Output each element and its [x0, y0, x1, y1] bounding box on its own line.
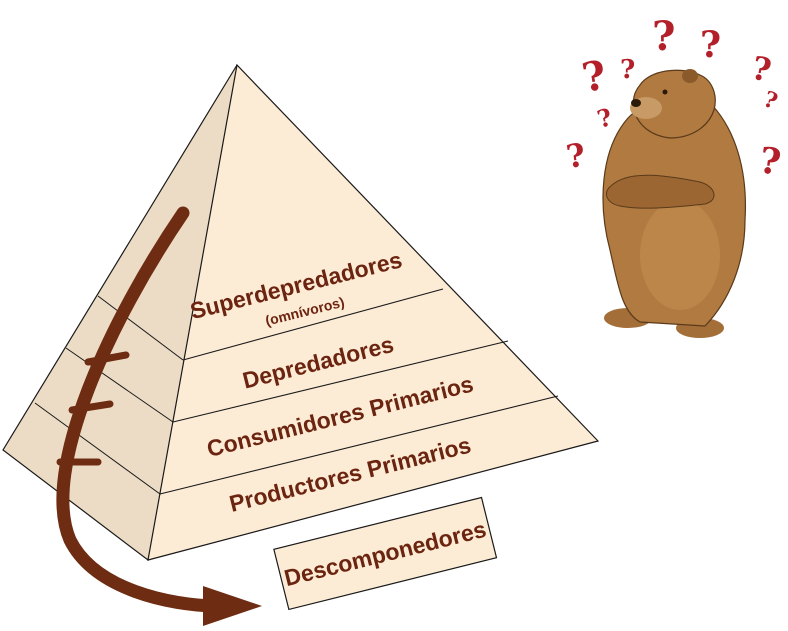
bear-nose: [631, 99, 641, 107]
question-mark-icon: ?: [760, 86, 781, 115]
question-mark-icon: ?: [748, 49, 774, 90]
question-mark-icon: ?: [579, 51, 610, 101]
question-mark-icon: ?: [700, 24, 721, 66]
question-mark-icon: ?: [594, 102, 615, 134]
question-mark-icon: ?: [757, 139, 784, 184]
question-mark-icon: ?: [564, 136, 588, 176]
question-mark-icon: ?: [652, 13, 675, 60]
bear-eye: [663, 90, 668, 95]
bear-belly: [640, 200, 720, 310]
bear-ear: [682, 69, 698, 83]
confused-bear-icon: [603, 69, 745, 338]
question-mark-icon: ?: [620, 55, 635, 85]
arrow-head: [203, 586, 262, 626]
